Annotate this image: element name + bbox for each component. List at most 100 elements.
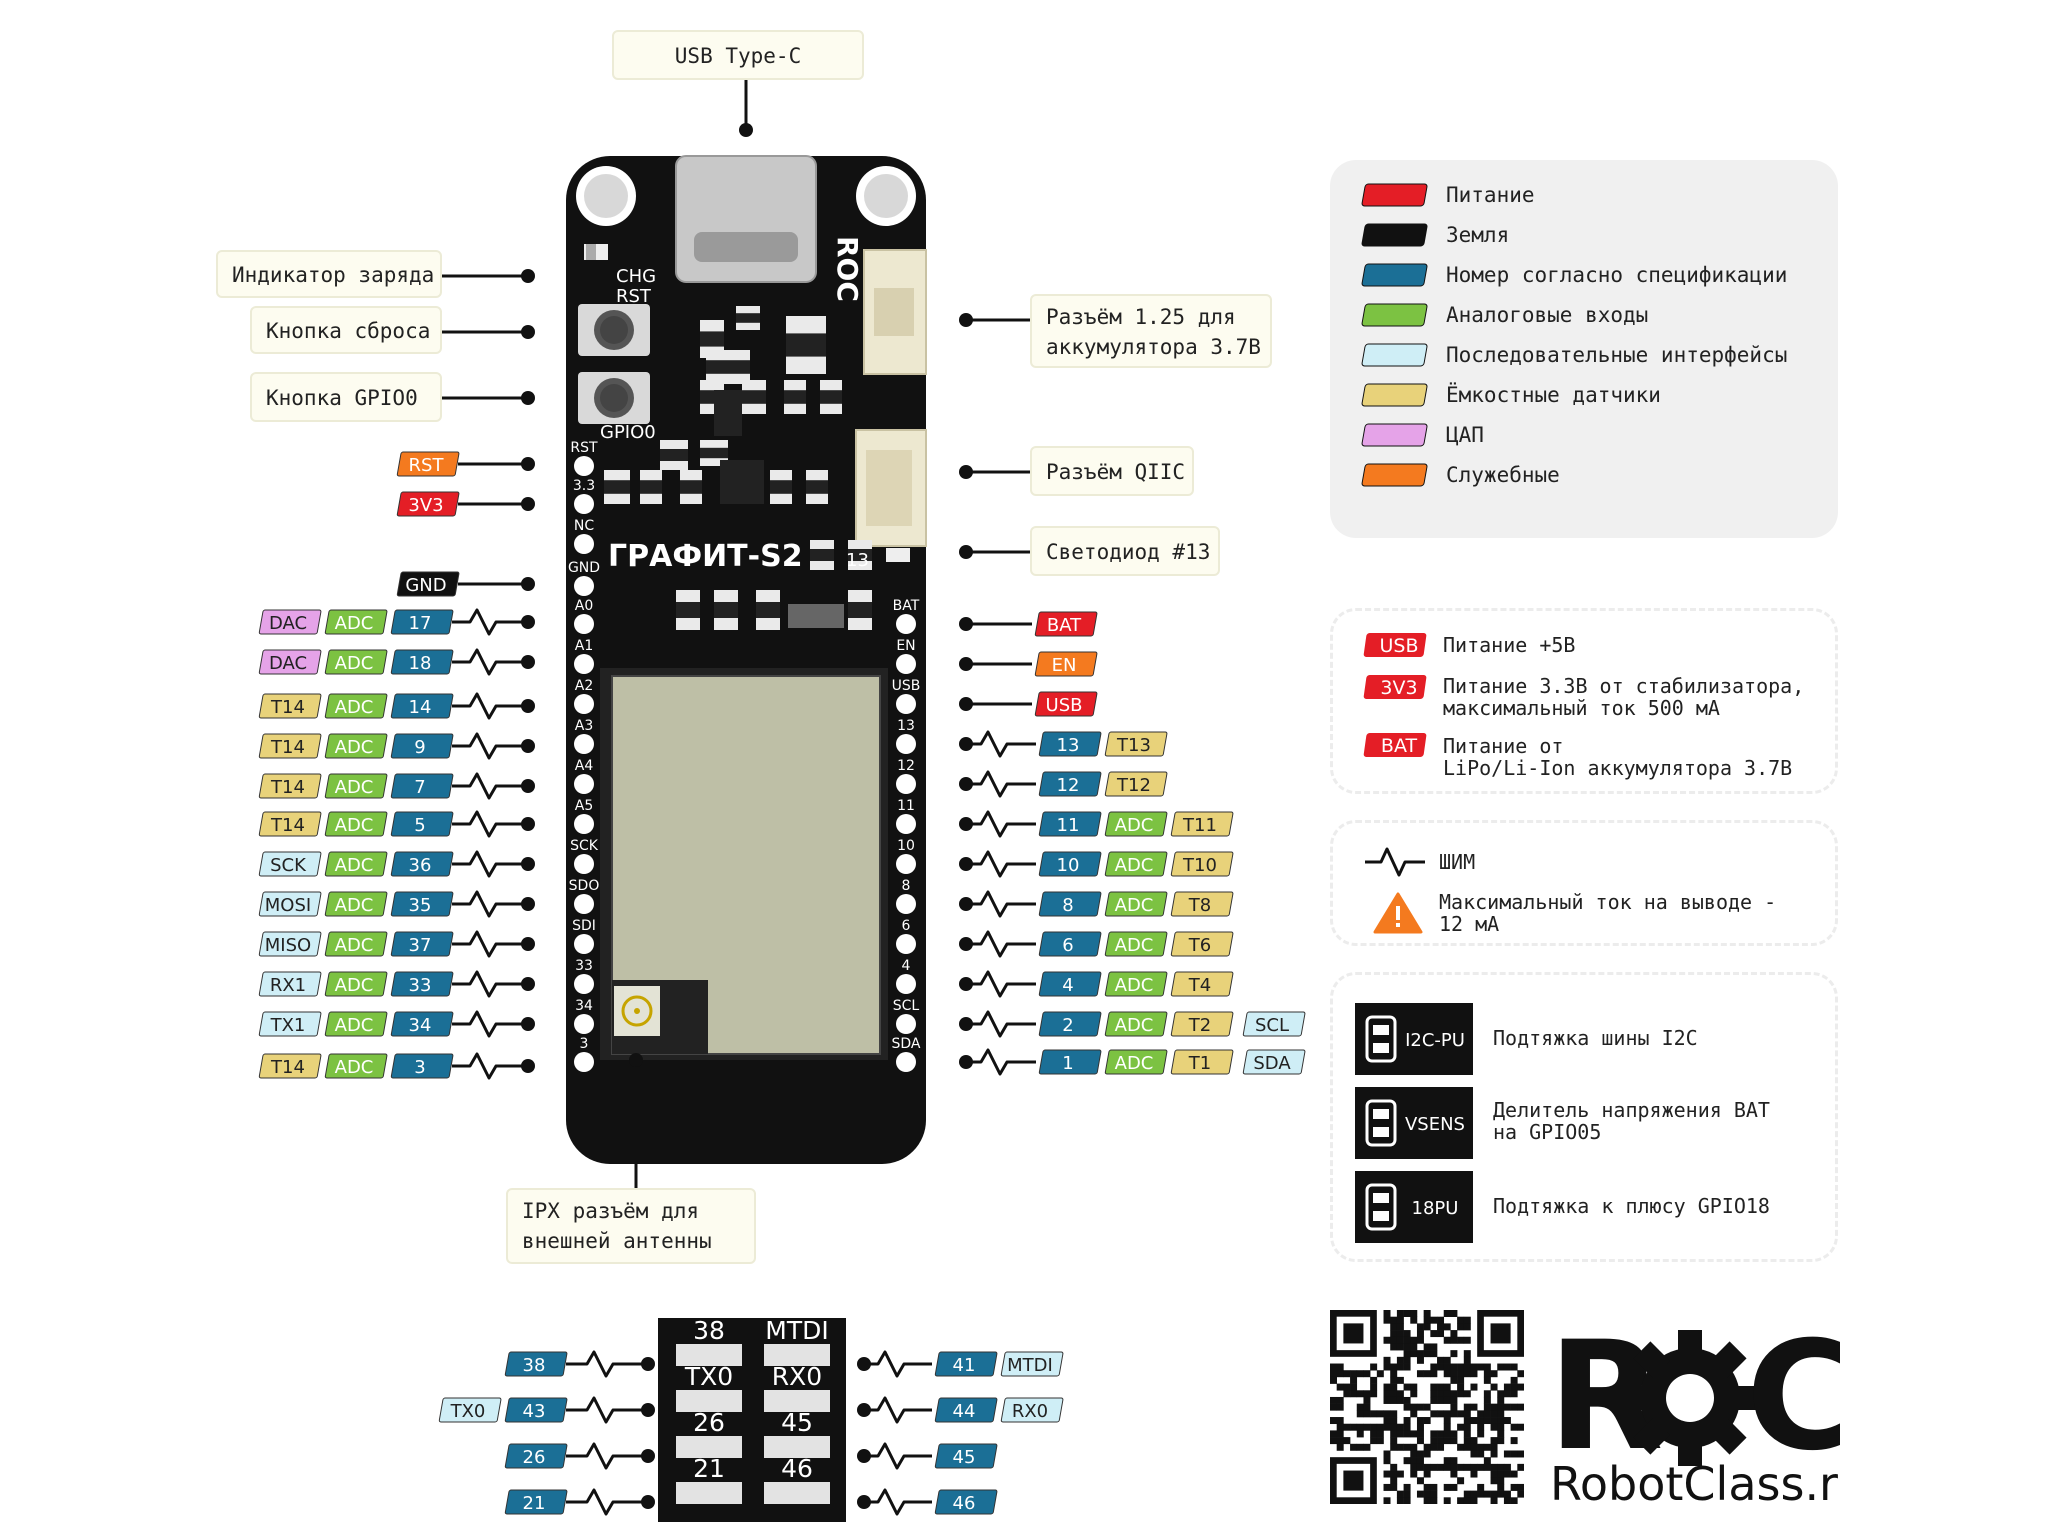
pin-tag-label: 8 [1062, 895, 1073, 916]
pin-tag: T2 [1170, 1011, 1234, 1037]
qr-module [1416, 1457, 1424, 1465]
legend-item: Земля [1360, 220, 1509, 250]
pad-label: TX0 [684, 1362, 733, 1391]
qr-module [1396, 1343, 1404, 1351]
qr-module [1503, 1417, 1511, 1425]
pin-dot [641, 1403, 655, 1417]
qr-module [1416, 1450, 1424, 1458]
qr-module [1396, 1497, 1404, 1504]
qr-module [1416, 1323, 1424, 1331]
qr-module [1356, 1423, 1364, 1431]
pin-tag-bg [258, 931, 322, 957]
qr-module [1363, 1403, 1371, 1411]
qr-module [1437, 1363, 1445, 1371]
qr-module [1396, 1330, 1404, 1338]
pin-tag-bg [390, 931, 454, 957]
pin-name: 3.3 [573, 478, 595, 494]
mounting-hole-inner [584, 174, 628, 218]
qr-module [1450, 1410, 1458, 1418]
pin-hole [896, 934, 916, 954]
qr-module [1450, 1470, 1458, 1478]
qr-module [1423, 1316, 1431, 1324]
jumper-icon: 18PU [1355, 1171, 1473, 1243]
qr-module [1490, 1470, 1498, 1478]
smd-component-body [660, 449, 688, 461]
pin-tag: T12 [1104, 771, 1168, 797]
qr-module [1423, 1350, 1431, 1358]
pin-tag-label: 38 [523, 1355, 546, 1376]
qr-module [1503, 1363, 1511, 1371]
qr-module [1390, 1390, 1398, 1398]
pin-tag-bg [324, 1011, 388, 1037]
pwm-wave [864, 1350, 932, 1378]
pin-tag-label: ADC [335, 737, 374, 758]
pin-tag-label: T2 [1188, 1015, 1211, 1036]
legend-label: Аналоговые входы [1446, 303, 1649, 327]
pin-tag-bg [1170, 931, 1234, 957]
pad-label: 45 [781, 1408, 813, 1437]
pwm-wave [966, 850, 1036, 878]
qr-module [1383, 1483, 1391, 1491]
pin-tag: ADC [324, 891, 388, 917]
notes-panel: ШИМ Максимальный ток на выводе - 12 мА [1330, 820, 1838, 946]
pwm-icon [1365, 847, 1425, 877]
pin-name: A5 [575, 798, 593, 814]
pin-dot [521, 457, 535, 471]
battery-connector-callout: Разъём 1.25 для аккумулятора 3.7В [1030, 294, 1272, 368]
legend-swatch [1361, 263, 1428, 287]
pin-tag-bg [1038, 1049, 1102, 1075]
qr-module [1483, 1376, 1491, 1384]
qr-module [1423, 1470, 1431, 1478]
board-roc-mark: ROC [831, 236, 864, 302]
pin-tag-bg [1170, 891, 1234, 917]
regulator-chip-2 [720, 460, 764, 504]
pin-tag-bg [934, 1351, 998, 1377]
pin-name: 13 [897, 718, 915, 734]
svg-text:BAT: BAT [1381, 735, 1418, 757]
qr-module [1430, 1490, 1438, 1498]
pin-dot [521, 497, 535, 511]
pwm-wave [452, 810, 528, 838]
pin-tag-bg [324, 891, 388, 917]
qr-module [1356, 1390, 1364, 1398]
qr-module [1390, 1443, 1398, 1451]
pin-tag-label: TX1 [270, 1015, 306, 1036]
pin-tag-label: USB [1046, 695, 1083, 716]
qr-module [1423, 1497, 1431, 1504]
qr-module [1450, 1430, 1458, 1438]
qr-module [1336, 1403, 1344, 1411]
pin-tag: SCK [258, 851, 322, 877]
mounting-hole-inner [864, 174, 908, 218]
qr-module [1396, 1323, 1404, 1331]
pwm-wave [566, 1396, 648, 1424]
qr-module [1470, 1490, 1478, 1498]
pin-tag-bg [390, 851, 454, 877]
pin-tag-bg [1104, 971, 1168, 997]
pin-tag-bg [934, 1489, 998, 1515]
qr-module [1423, 1483, 1431, 1491]
qr-module [1363, 1443, 1371, 1451]
pin-tag-label: RX1 [270, 975, 306, 996]
max-current-text: Максимальный ток на выводе - 12 мА [1439, 890, 1777, 936]
legend-swatch [1361, 183, 1428, 207]
gpio0-button-callout: Кнопка GPIO0 [250, 372, 442, 422]
qr-module [1463, 1356, 1471, 1364]
qr-module [1383, 1390, 1391, 1398]
legend-item: Питание [1360, 180, 1535, 210]
pin-tag-label: 33 [409, 975, 432, 996]
qr-module [1376, 1410, 1384, 1418]
qr-module [1437, 1437, 1445, 1445]
pin-tag-bg [1038, 971, 1102, 997]
qr-module [1403, 1457, 1411, 1465]
qr-module [1463, 1403, 1471, 1411]
pwm-wave [452, 772, 528, 800]
qr-module [1390, 1483, 1398, 1491]
qr-module [1457, 1363, 1465, 1371]
qr-module [1497, 1390, 1505, 1398]
qr-module [1350, 1376, 1358, 1384]
qr-module [1463, 1323, 1471, 1331]
pin-name: RST [570, 440, 598, 456]
pin-tag-bg [390, 693, 454, 719]
pin-name: SCK [570, 838, 599, 854]
